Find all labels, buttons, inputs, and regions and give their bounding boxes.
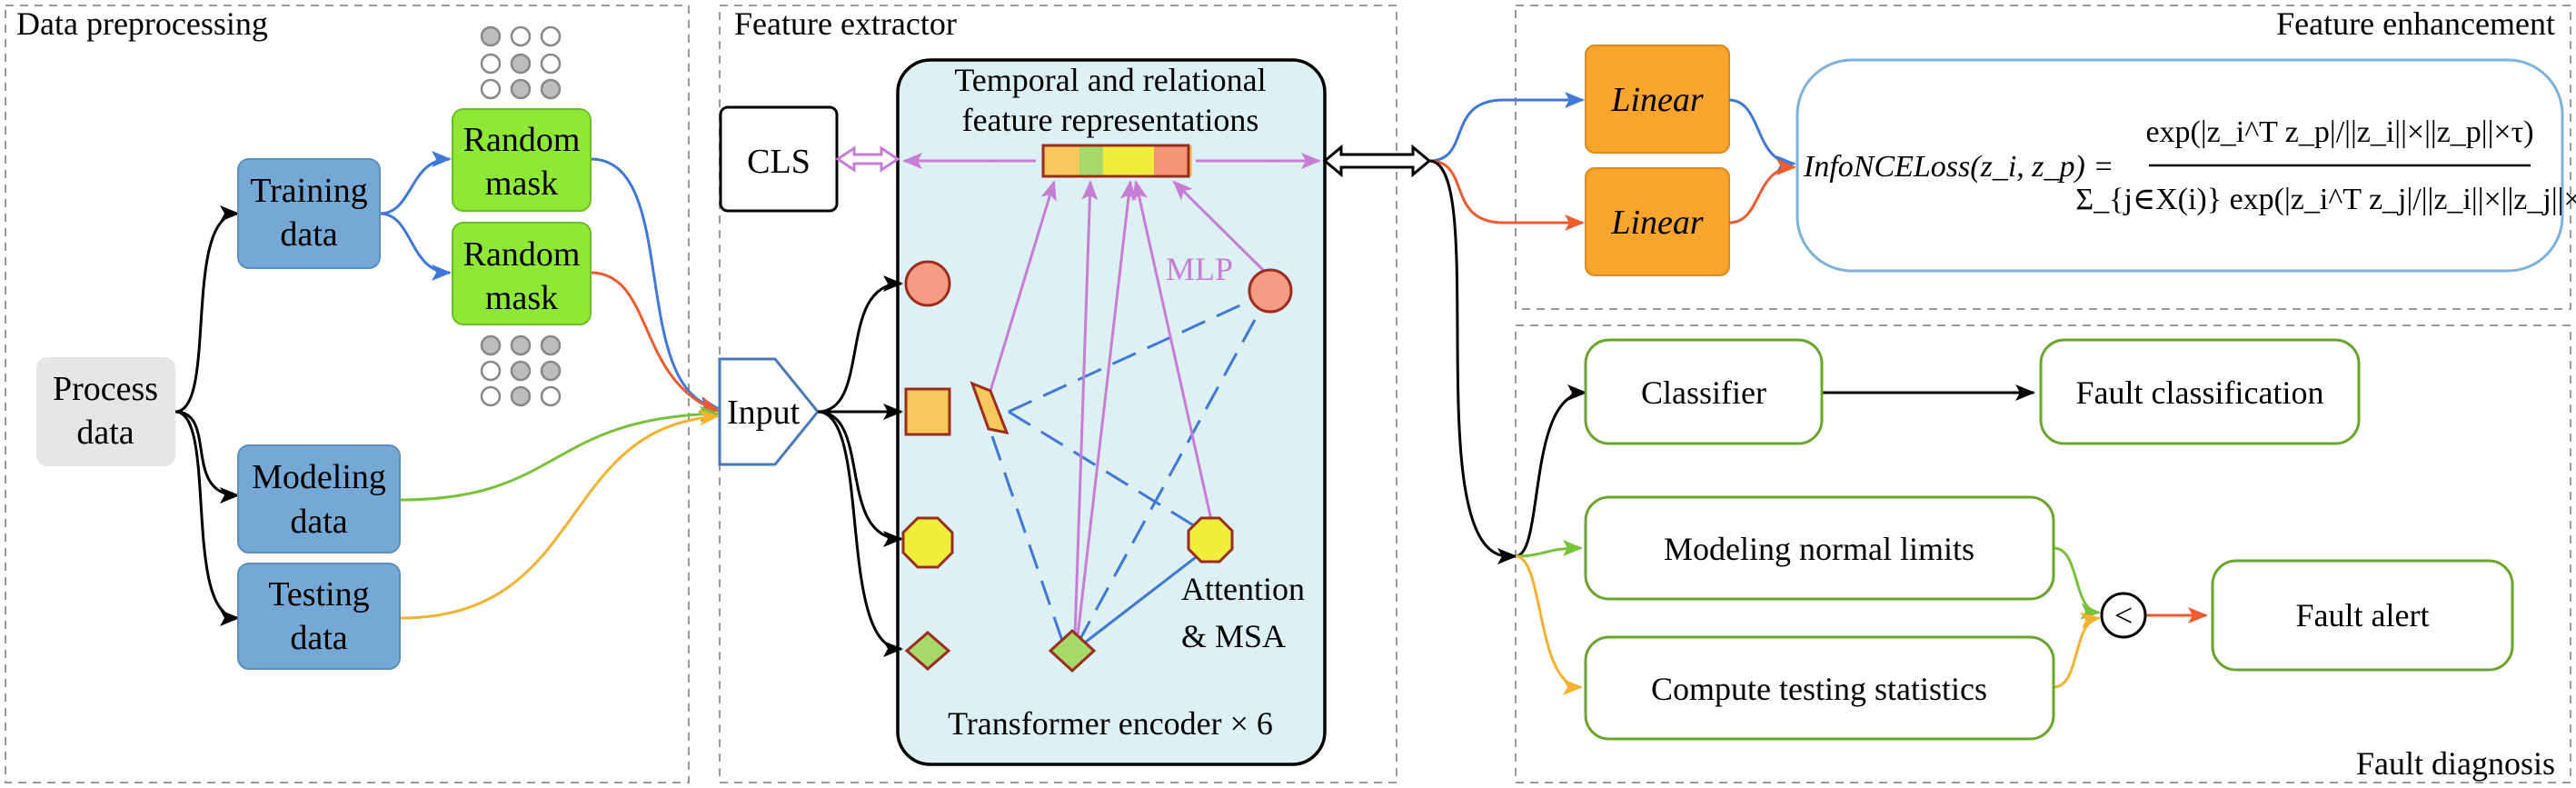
linear-box-1: Linear [1585,45,1730,154]
cls-box: CLS [719,105,839,213]
svg-text:Linear: Linear [1610,204,1704,242]
output-double-arrow [1322,144,1432,178]
extractor-outgoing [1428,92,1585,564]
svg-text:Classifier: Classifier [1641,374,1766,411]
testing-statistics-box: Compute testing statistics [1584,635,2055,741]
svg-text:Modeling normal limits: Modeling normal limits [1664,531,1974,567]
attention-label-line-2: & MSA [1181,618,1286,654]
svg-text:Fault classification: Fault classification [2076,374,2324,411]
svg-text:<: < [2114,597,2133,633]
representation-title-line-2: feature representations [962,102,1259,138]
mask-dots-bottom [480,334,562,407]
mlp-edges [989,180,1268,637]
svg-text:Compute testing statistics: Compute testing statistics [1651,671,1987,707]
preprocessing-title: Data preprocessing [16,5,268,42]
linear-to-loss [1728,98,1796,224]
svg-text:Fault alert: Fault alert [2296,597,2430,633]
attention-edges [990,292,1268,647]
svg-text:Random: Random [463,235,581,274]
svg-text:data: data [290,619,347,657]
training-data-box: Training data [237,158,381,269]
svg-text:mask: mask [485,279,558,317]
svg-text:Modeling: Modeling [252,458,386,496]
node-diamond-icon [1048,628,1097,673]
svg-text:mask: mask [485,165,558,203]
svg-text:Process: Process [53,370,158,408]
extractor-title: Feature extractor [734,5,957,42]
linear-box-2: Linear [1585,167,1730,276]
cls-double-arrow [835,145,900,173]
mask-dots-top [480,25,562,100]
svg-text:Random: Random [463,121,581,159]
diagnosis-title: Fault diagnosis [2356,745,2555,782]
token-diamond-icon [904,631,951,671]
dot-left [989,159,992,163]
fault-alert-box: Fault alert [2211,559,2514,672]
modeling-data-box: Modeling data [237,444,401,554]
representation-title-line-1: Temporal and relational [954,62,1266,98]
input-block [718,357,820,466]
loss-denominator: Σ_{j∈X(i)} exp(|z_i^T z_j|/||z_i||×||z_j… [2075,183,2576,216]
input-fanout [817,275,903,657]
token-octagon-icon [901,516,954,569]
svg-text:data: data [290,503,347,541]
svg-text:data: data [280,215,337,254]
diagnosis-connectors [1515,384,2208,695]
enhancement-title: Feature enhancement [2276,5,2555,42]
node-circle-icon [1248,268,1293,314]
svg-text:Testing: Testing [268,575,369,613]
loss-numerator: exp(|z_i^T z_p|/||z_i||×||z_p||×τ) [2145,115,2533,149]
dot-right [1270,159,1274,163]
svg-text:Linear: Linear [1610,81,1704,119]
process-data-box: Process data [36,357,175,466]
classifier-box: Classifier [1584,338,1824,445]
preprocessing-connectors [174,151,720,626]
modeling-limits-box: Modeling normal limits [1584,495,2055,601]
preprocessing-frame [5,5,690,783]
random-mask-box-1: Random mask [452,108,592,212]
token-circle-icon [904,260,951,307]
node-octagon-icon [1187,516,1234,564]
loss-lhs: InfoNCELoss(z_i, z_p) = [1803,150,2114,184]
encoder-label: Transformer encoder × 6 [948,705,1273,742]
input-label: Input [727,394,801,432]
testing-data-box: Testing data [237,563,401,670]
representation-token-bar [1041,144,1192,178]
fault-classification-box: Fault classification [2039,338,2361,445]
svg-text:CLS: CLS [747,143,811,181]
compare-circle: < [2100,592,2147,639]
enhancement-frame [1515,5,2571,310]
svg-text:Training: Training [250,172,368,210]
mlp-label: MLP [1166,251,1233,287]
node-parallelogram-icon [970,381,1010,435]
attention-label-line-1: Attention [1181,571,1305,607]
token-square-icon [904,387,951,436]
random-mask-box-2: Random mask [452,222,592,325]
svg-text:data: data [76,414,134,452]
